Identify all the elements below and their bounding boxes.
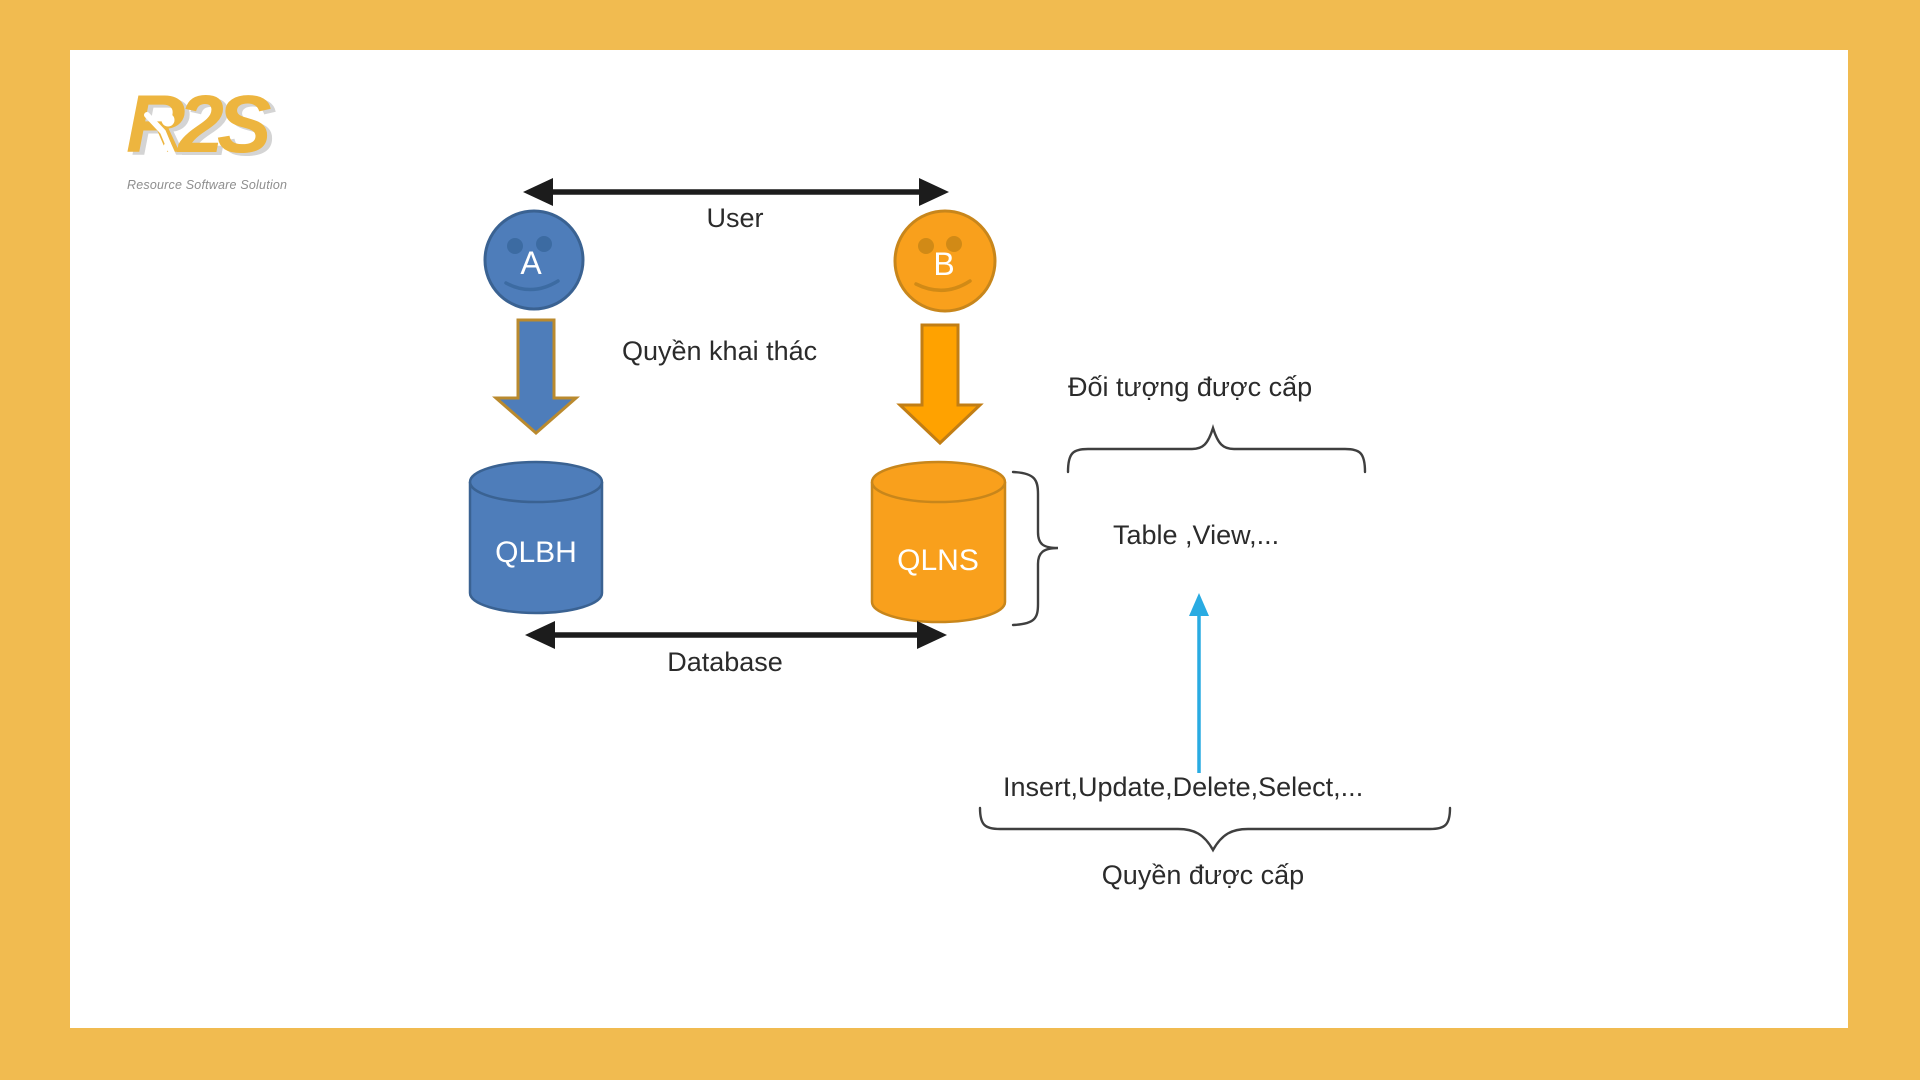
under-curly-brace [978,806,1452,853]
user-b-eye-left [918,238,934,254]
r2s-logo-subtitle: Resource Software Solution [127,178,288,192]
right-curly-brace [1011,470,1059,627]
user-b-label: B [933,246,954,282]
insert-update-delete-select-label: Insert,Update,Delete,Select,... [1003,772,1364,802]
database-label: Database [667,647,783,677]
over-curly-brace [1066,423,1367,474]
qlbh-cylinder-top [468,460,604,504]
table-view-label: Table ,View,... [1113,520,1280,550]
user-b-eye-right [946,236,962,252]
quyen-duoc-cap-label: Quyền được cấp [1101,860,1305,890]
doi-tuong-duoc-cap-label: Đối tượng được cấp [1068,372,1313,402]
user-a-label: A [520,245,542,281]
user-a-avatar: A [483,209,585,311]
database-arrow-head-right [917,621,947,649]
r2s-logo-text: R2S [126,79,271,170]
database-arrow-head-left [525,621,555,649]
qlns-cylinder-body [870,482,1007,624]
user-arrow-head-left [523,178,553,206]
user-a-eye-left [507,238,523,254]
quyen-khai-thac-label: Quyền khai thác [622,336,818,366]
user-b-avatar: B [893,209,997,313]
user-a-eye-right [536,236,552,252]
qlns-cylinder: QLNS [870,460,1007,624]
qlns-label: QLNS [897,544,979,577]
blue-down-arrow [492,318,580,435]
qlns-cylinder-top [870,460,1007,504]
cyan-arrow-head [1189,593,1209,616]
database-double-arrow [525,621,947,649]
r2s-logo-person-icon [144,112,180,169]
user-arrow-head-right [919,178,949,206]
qlbh-label: QLBH [495,536,577,569]
user-b-smile [914,279,972,292]
qlbh-cylinder: QLBH [468,460,604,615]
user-label: User [706,203,764,233]
cyan-up-arrow [1189,593,1209,773]
orange-down-arrow [896,323,984,446]
user-a-smile [504,279,560,292]
user-double-arrow [523,178,949,206]
qlbh-cylinder-body [468,482,604,615]
